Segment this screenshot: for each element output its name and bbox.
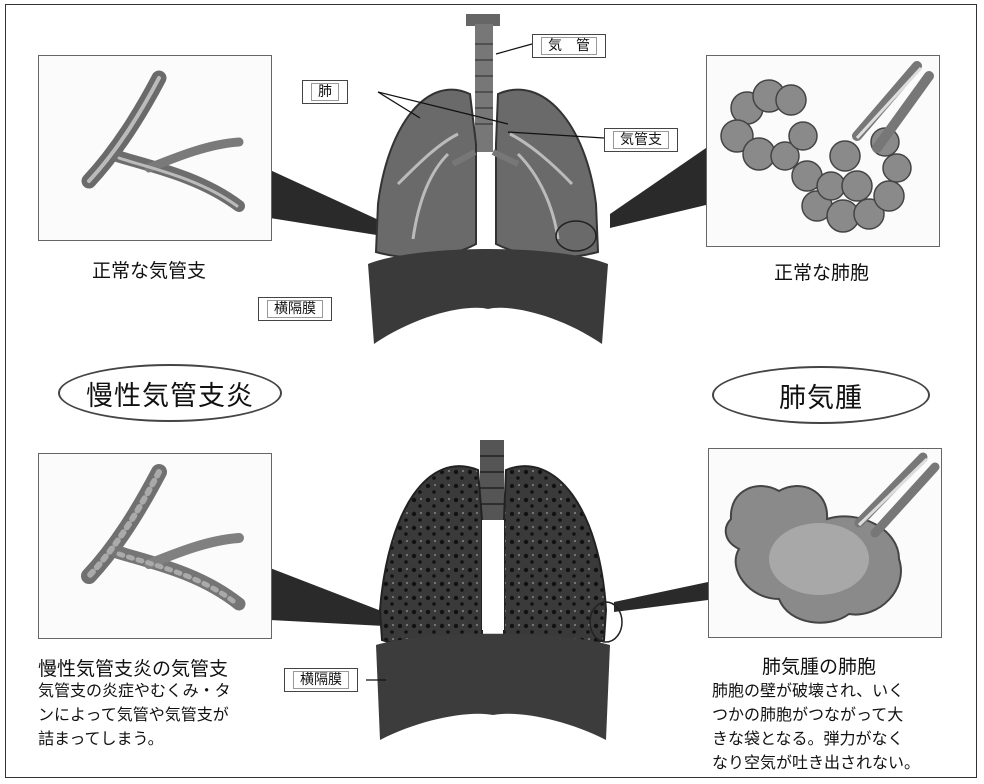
bottom-leader-layer xyxy=(0,0,984,784)
